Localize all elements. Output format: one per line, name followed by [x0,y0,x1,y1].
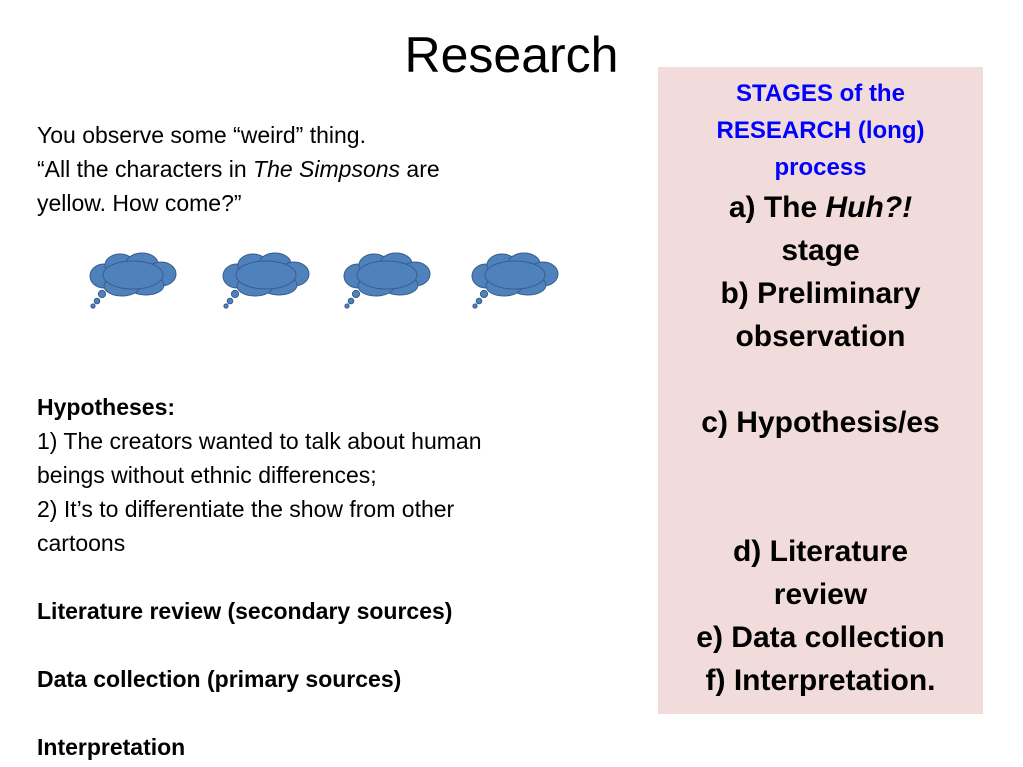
thought-bubble-icon [86,250,178,310]
cloud-shape [471,252,559,309]
stages-heading-line: process [774,154,867,181]
spacer [37,628,627,662]
stage-f: f) Interpretation. [705,664,936,697]
stage-a-huh: Huh?! [825,191,913,224]
stages-heading-line: RESEARCH (long) [716,117,925,144]
stage-a-line-2: stage [781,234,860,267]
left-column: You observe some “weird” thing. “All the… [37,118,627,764]
stage-d-line-2: review [773,578,868,611]
thought-bubble-svg [89,252,177,309]
spacer [658,444,983,487]
stage-e: e) Data collection [696,621,945,654]
stages-heading-line: STAGES of the [736,80,905,107]
cloud-shape [89,252,177,309]
thought-bubble-icon [468,250,560,310]
hypothesis-line: cartoons [37,530,126,556]
intro-line-3: yellow. How come?” [37,190,242,216]
intro-line-2-pre: “All the characters in [37,156,254,182]
intro-line-2: “All the characters in The Simpsons are [37,152,627,186]
stages-heading: STAGES of the RESEARCH (long) process [658,75,983,186]
slide-title: Research [404,27,619,83]
thought-bubble-svg [222,252,310,309]
step-interpretation: Interpretation [37,734,186,760]
intro-line-2-post: are [400,156,440,182]
stage-d: d) Literature [732,535,909,568]
stage-a: a) The Huh?! [658,186,983,229]
thought-bubble-svg [343,252,431,309]
step-data-collection: Data collection (primary sources) [37,666,402,692]
stage-a-pre: a) The [728,191,826,224]
intro-text: You observe some “weird” thing. “All the… [37,118,627,220]
stages-box: STAGES of the RESEARCH (long) process a)… [658,67,983,714]
show-title: The Simpsons [253,156,401,182]
hypotheses-heading: Hypotheses: [37,394,176,420]
stages-list: a) The Huh?! stage b) Preliminary observ… [658,186,983,702]
spacer [37,560,627,594]
hypothesis-line: 2) It’s to differentiate the show from o… [37,496,455,522]
thought-bubble-icon [340,250,432,310]
spacer [37,696,627,730]
spacer [658,358,983,401]
step-literature-review: Literature review (secondary sources) [37,598,453,624]
stage-b-line-2: observation [735,320,906,353]
intro-line-1: You observe some “weird” thing. [37,122,366,148]
hypothesis-line: 1) The creators wanted to talk about hum… [37,428,482,454]
spacer [658,487,983,530]
hypothesis-line: beings without ethnic differences; [37,462,377,488]
cloud-shape [343,252,431,309]
thought-bubble-icon [219,250,311,310]
stage-c: c) Hypothesis/es [701,406,940,439]
thought-bubbles [86,250,566,310]
thought-bubble-svg [471,252,559,309]
cloud-shape [222,252,310,309]
stage-b: b) Preliminary [720,277,921,310]
hypotheses-section: Hypotheses: 1) The creators wanted to ta… [37,390,627,560]
